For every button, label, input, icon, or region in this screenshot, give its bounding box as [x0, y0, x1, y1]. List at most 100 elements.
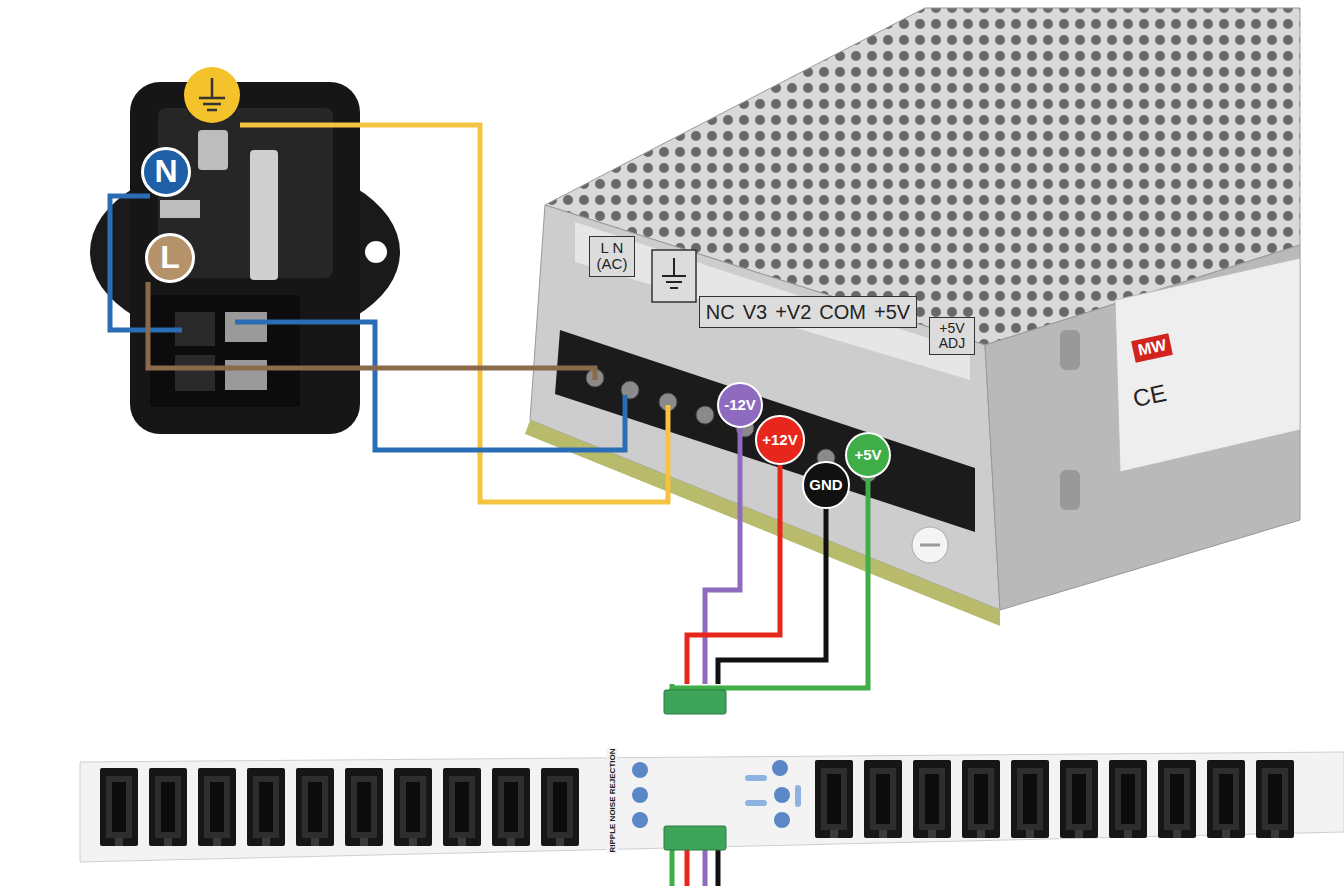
trimpot [912, 527, 948, 563]
bus-board [80, 752, 1344, 862]
node-text: +12V [762, 432, 797, 449]
drawing-part [1158, 760, 1196, 838]
earth-badge [184, 67, 240, 123]
drawing-part [673, 258, 675, 276]
drawing-part [207, 109, 217, 112]
plus5-wire [672, 455, 868, 688]
resistors [745, 775, 801, 807]
drawing-part [198, 768, 236, 846]
earth-badge-symbol [199, 78, 225, 110]
psu-front [530, 205, 1000, 610]
plus12-wire [687, 440, 780, 684]
drawing-part [247, 768, 285, 846]
gnd-wire [718, 485, 826, 684]
drawing-part [632, 812, 648, 828]
trimpot-slot [920, 544, 940, 547]
neutral-badge: N [141, 147, 191, 197]
lower-wires [672, 850, 718, 886]
drawing-part [703, 850, 708, 886]
drawing-part [1060, 760, 1098, 838]
earth-wire [240, 125, 668, 502]
drawing-part [394, 768, 432, 846]
node-text: N [154, 154, 177, 189]
psu-vent [1060, 470, 1080, 510]
drawing-part [913, 760, 951, 838]
psu-side [985, 245, 1300, 610]
drawing-part [492, 768, 530, 846]
earth-label-box [652, 250, 696, 302]
drawing-part [443, 768, 481, 846]
line-badge: L [145, 233, 195, 283]
drawing-part [1011, 760, 1049, 838]
drawing-part [203, 103, 221, 106]
drawing-part [211, 78, 214, 98]
terminal-label: +5V ADJ [929, 317, 975, 356]
terminal-label: L N (AC) [589, 236, 635, 277]
node-text: V3 [743, 301, 767, 323]
minus12-wire [705, 405, 740, 684]
fuse-contact [225, 312, 267, 342]
node-text: L [160, 240, 180, 275]
drawing-part [795, 785, 801, 807]
capacitors [632, 760, 790, 828]
drawing-part [541, 768, 579, 846]
drawing-part [774, 787, 790, 803]
voltage-badge: +12V [755, 415, 804, 464]
inlet-body [130, 82, 360, 434]
drawing-part [662, 275, 686, 277]
fuse-drawer [150, 295, 300, 407]
drawing-part [632, 787, 648, 803]
earth-lug [198, 130, 228, 170]
drawing-part [815, 760, 853, 838]
voltage-badge: +5V [845, 432, 891, 478]
mount-hole [365, 241, 387, 263]
node-text: +5V [874, 301, 910, 323]
brand-mark: MW [1131, 333, 1173, 363]
node-text: +5V ADJ [934, 321, 970, 352]
drawing-part [745, 775, 767, 781]
neutral-wire [235, 322, 625, 450]
line-wire [148, 282, 595, 380]
drawing-part [670, 287, 678, 289]
node-text: -12V [724, 397, 756, 414]
line-lug [250, 150, 278, 280]
earth-symbol [662, 258, 686, 288]
drawing-part [199, 97, 225, 100]
drawing-part [772, 760, 788, 776]
drawing-part [685, 850, 690, 886]
screw-terminal [664, 690, 726, 714]
drawing-part [666, 281, 682, 283]
terminal-label: NCV3+V2COM+5V [699, 296, 917, 328]
screw-terminal [664, 826, 726, 850]
drawing-part [296, 768, 334, 846]
drawing-part [1109, 760, 1147, 838]
drawing-part [962, 760, 1000, 838]
drawing-part [345, 768, 383, 846]
fuse-socket [175, 355, 215, 391]
node-text: +V2 [775, 301, 811, 323]
fuse-contact [225, 360, 267, 390]
board-title: RIPPLE NOISE REJECTION [607, 747, 618, 853]
drawing-part [745, 800, 767, 806]
ce-mark: CE [1131, 379, 1169, 413]
drawing-part [149, 768, 187, 846]
drawing-part [774, 812, 790, 828]
psu-sticker [1115, 258, 1300, 472]
drawing-part [670, 850, 675, 886]
voltage-badge: -12V [717, 382, 763, 428]
drawing-part [632, 762, 648, 778]
node-text: +5V [854, 447, 881, 464]
neutral-lug [160, 200, 200, 218]
drawing-part [1256, 760, 1294, 838]
voltage-badge: GND [802, 461, 849, 508]
node-text: L N (AC) [594, 240, 630, 273]
node-text: GND [809, 477, 842, 494]
drawing-part [864, 760, 902, 838]
drawing-part [1207, 760, 1245, 838]
drawing-part [696, 406, 714, 424]
drawing-part [100, 768, 138, 846]
node-text: NC [706, 301, 735, 323]
psu-vent [1060, 330, 1080, 370]
